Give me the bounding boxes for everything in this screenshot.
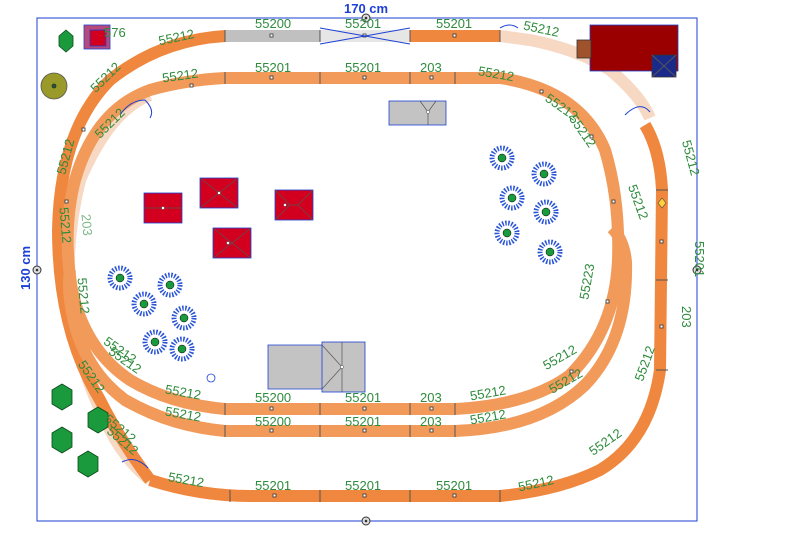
track-label: 55201 (345, 478, 381, 493)
track-label: 55201 (436, 16, 472, 31)
turnout-markers[interactable] (119, 24, 651, 469)
track-label: 55212 (469, 406, 507, 427)
track-network[interactable] (51, 24, 669, 502)
track-label: 55212 (157, 26, 195, 48)
tree[interactable] (157, 272, 183, 298)
track-label: 55201 (345, 60, 381, 75)
track-label: 55201 (255, 60, 291, 75)
track-label: 55212 (469, 382, 507, 403)
tree[interactable] (537, 239, 563, 265)
tree[interactable] (131, 291, 157, 317)
conifer-trees[interactable] (107, 145, 563, 362)
track-label: 55212 (522, 18, 560, 40)
track-label: 55212 (167, 469, 205, 490)
red-house-4[interactable] (212, 227, 252, 259)
inner-loop-left[interactable] (63, 269, 226, 437)
deciduous-trees[interactable] (40, 29, 109, 478)
tree[interactable] (169, 336, 195, 362)
track-label: 55201 (255, 478, 291, 493)
track-joints (224, 30, 668, 502)
signal-diamond[interactable] (657, 197, 667, 209)
track-label: 55200 (255, 414, 291, 429)
tree[interactable] (533, 199, 559, 225)
track-label: 203 (420, 60, 442, 75)
track-label: 55201 (345, 16, 381, 31)
track-label: 203 (679, 306, 694, 328)
tree[interactable] (494, 220, 520, 246)
track-label: 55212 (161, 66, 199, 86)
red-house-1[interactable] (143, 192, 183, 224)
tree[interactable] (51, 383, 73, 411)
track-label: 55201 (345, 414, 381, 429)
track-label: 55201 (436, 478, 472, 493)
tree[interactable] (51, 426, 73, 454)
track-label: 203 (420, 414, 442, 429)
track-label: 55212 (74, 277, 92, 314)
track-label: 55212 (477, 63, 515, 84)
tree[interactable] (142, 329, 168, 355)
tree[interactable] (58, 29, 74, 53)
track-label: 203 (420, 390, 442, 405)
turnout-right[interactable] (624, 106, 651, 116)
turnout-bottom-left[interactable] (121, 459, 149, 469)
height-dimension-label: 130 cm (18, 246, 33, 290)
buildings[interactable] (83, 24, 679, 393)
red-house-3[interactable] (274, 189, 314, 221)
station-annex[interactable] (576, 39, 592, 59)
track-label: 576 (104, 25, 126, 40)
track-label: 203 (79, 213, 96, 236)
tree[interactable] (77, 450, 99, 478)
grey-building-bottom[interactable] (267, 341, 366, 393)
grey-building-top[interactable] (388, 100, 447, 126)
track-label: 55201 (692, 241, 707, 277)
track-label: 55200 (255, 390, 291, 405)
small-purple-building[interactable] (83, 24, 111, 50)
small-marker-icon[interactable] (206, 373, 216, 383)
width-dimension-label: 170 cm (344, 1, 388, 16)
track-label: 55212 (164, 382, 202, 403)
track-label: 55223 (576, 262, 597, 300)
turnout-top-left[interactable] (119, 99, 153, 119)
crossing-top[interactable] (319, 27, 411, 45)
track-center-markers (64, 33, 664, 498)
tree[interactable] (489, 145, 515, 171)
inner-loop-track[interactable] (225, 223, 633, 437)
track-label: 55201 (345, 390, 381, 405)
track-label: 55212 (517, 472, 555, 494)
tree[interactable] (171, 305, 197, 331)
track-label: 55212 (56, 207, 74, 244)
tree[interactable] (87, 406, 109, 434)
track-label: 55212 (164, 404, 202, 425)
track-label: 55200 (255, 16, 291, 31)
tree[interactable] (107, 265, 133, 291)
outer-loop-bottom[interactable] (148, 121, 669, 502)
tree[interactable] (499, 185, 525, 211)
turnout-top-right[interactable] (499, 24, 519, 29)
tree[interactable] (531, 161, 557, 187)
middle-loop-track[interactable] (61, 72, 625, 415)
red-house-2[interactable] (199, 177, 239, 209)
track-label: 55212 (625, 182, 651, 221)
track-label: 55212 (679, 138, 703, 177)
